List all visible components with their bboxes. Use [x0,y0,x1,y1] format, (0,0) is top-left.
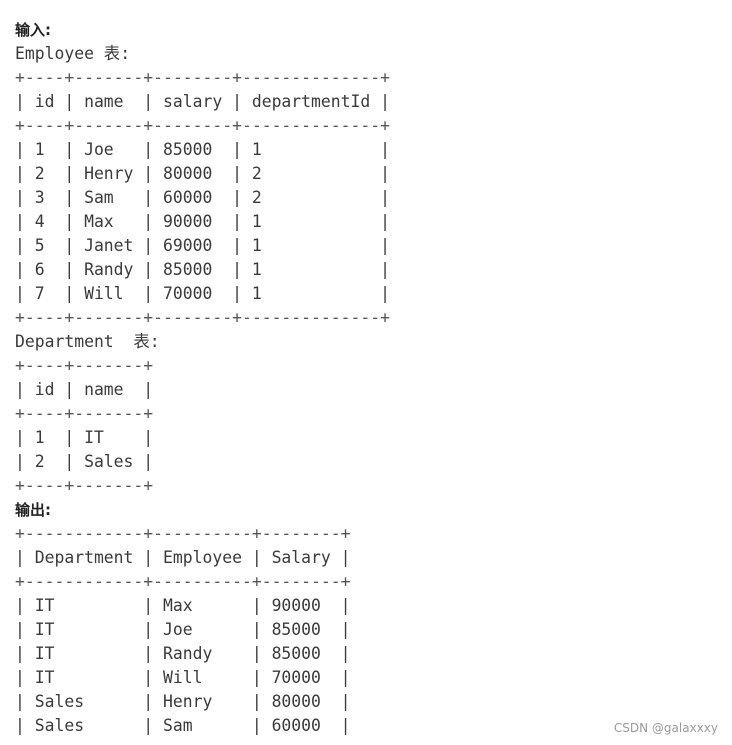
employee-table-border-line: +----+-------+--------+--------------+ [15,308,390,327]
problem-example: 输入: Employee 表: +----+-------+--------+-… [15,18,715,738]
output-table-row: | Sales | Sam | 60000 | [15,716,351,735]
employee-table: +----+-------+--------+--------------+ | … [15,66,715,330]
department-table-border-line: +----+-------+ [15,356,154,375]
output-table-row: | Sales | Henry | 80000 | [15,692,351,711]
employee-table-row: | 4 | Max | 90000 | 1 | [15,212,390,231]
department-table-row: | 2 | Sales | [15,452,154,471]
csdn-watermark: CSDN @galaxxxy [613,721,718,735]
employee-table-border-line: +----+-------+--------+--------------+ [15,68,390,87]
department-table-border-line: +----+-------+ [15,476,154,495]
employee-table-title: Employee 表: [15,44,131,63]
department-table-row: | id | name | [15,380,154,399]
department-table-title: Department 表: [15,332,160,351]
output-table-border-line: +------------+----------+--------+ [15,524,351,543]
department-table-row: | 1 | IT | [15,428,154,447]
output-table-row: | Department | Employee | Salary | [15,548,351,567]
output-table: +------------+----------+--------+ | Depa… [15,522,715,738]
output-table-border-line: +------------+----------+--------+ [15,572,351,591]
employee-table-border-line: +----+-------+--------+--------------+ [15,116,390,135]
employee-table-row: | 1 | Joe | 85000 | 1 | [15,140,390,159]
employee-table-row: | 3 | Sam | 60000 | 2 | [15,188,390,207]
employee-table-row: | id | name | salary | departmentId | [15,92,390,111]
output-heading: 输出: [15,501,51,519]
department-table: +----+-------+ | id | name | +----+-------… [15,354,715,498]
employee-table-row: | 6 | Randy | 85000 | 1 | [15,260,390,279]
employee-table-row: | 7 | Will | 70000 | 1 | [15,284,390,303]
output-table-row: | IT | Joe | 85000 | [15,620,351,639]
input-heading: 输入: [15,21,51,39]
output-table-row: | IT | Randy | 85000 | [15,644,351,663]
employee-table-row: | 2 | Henry | 80000 | 2 | [15,164,390,183]
output-table-row: | IT | Max | 90000 | [15,596,351,615]
output-table-row: | IT | Will | 70000 | [15,668,351,687]
department-table-border-line: +----+-------+ [15,404,154,423]
employee-table-row: | 5 | Janet | 69000 | 1 | [15,236,390,255]
